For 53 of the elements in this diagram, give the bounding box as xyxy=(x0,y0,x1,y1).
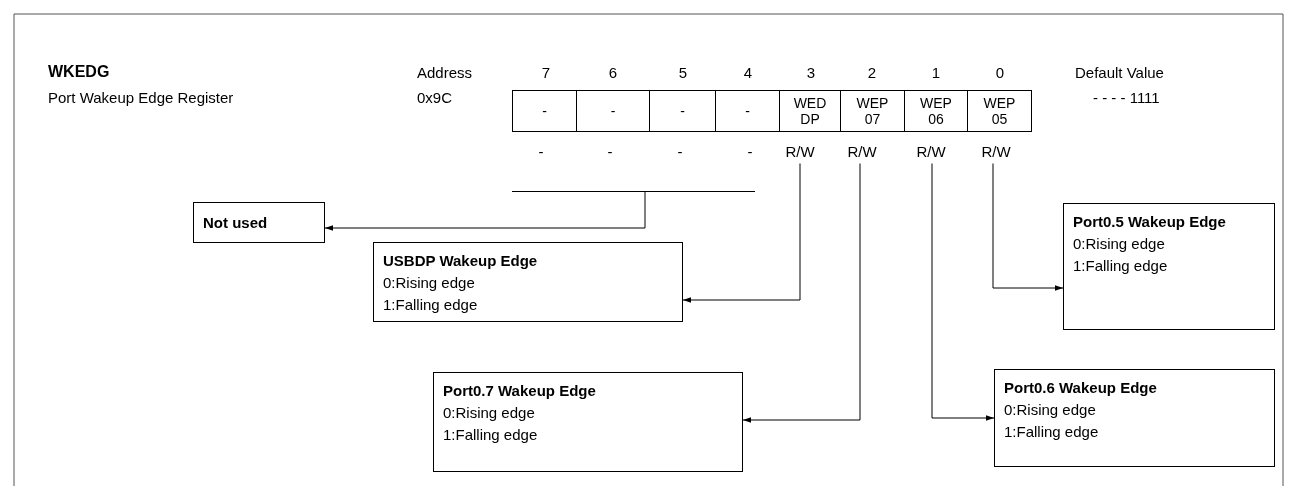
access-type: R/W xyxy=(916,142,946,160)
column-header: Default Value xyxy=(1075,63,1164,81)
bit-field-cell: - xyxy=(512,90,577,132)
field-value-description: 1:Falling edge xyxy=(1004,422,1100,442)
description-box xyxy=(433,372,743,472)
access-type: - xyxy=(677,142,683,160)
register-description: Port Wakeup Edge Register xyxy=(48,88,234,106)
bit-field-cell: WEP 05 xyxy=(967,90,1032,132)
arrow xyxy=(742,163,861,423)
field-value-description: 0:Rising edge xyxy=(383,273,476,293)
bit-field-cell: WEP 07 xyxy=(840,90,905,132)
access-type: - xyxy=(607,142,613,160)
bit-field-cell: WED DP xyxy=(779,90,841,132)
access-type: R/W xyxy=(785,142,815,160)
default-value: - - - - 1111 xyxy=(1093,88,1160,106)
register-name: WKEDG xyxy=(48,63,110,81)
arrow xyxy=(992,163,1064,291)
arrow xyxy=(931,163,995,421)
arrow xyxy=(682,163,801,303)
access-type: R/W xyxy=(847,142,877,160)
bit-number: 6 xyxy=(608,63,618,81)
bit-number: 1 xyxy=(931,63,941,81)
address-value: 0x9C xyxy=(417,88,453,106)
bit-number: 3 xyxy=(806,63,816,81)
bit-number: 5 xyxy=(678,63,688,81)
bracket-line xyxy=(512,191,755,192)
arrow xyxy=(324,191,646,231)
column-header: Address xyxy=(417,63,473,81)
description-box xyxy=(994,369,1275,467)
field-value-description: 0:Rising edge xyxy=(1004,400,1097,420)
field-value-description: 1:Falling edge xyxy=(383,295,479,315)
description-box xyxy=(1063,203,1275,330)
field-title: Port0.7 Wakeup Edge xyxy=(443,381,597,401)
access-type: - xyxy=(747,142,753,160)
description-box xyxy=(373,242,683,322)
bit-number: 7 xyxy=(541,63,551,81)
bit-field-cell: - xyxy=(576,90,650,132)
description-box: Not used xyxy=(193,202,325,243)
field-title: Port0.5 Wakeup Edge xyxy=(1073,212,1227,232)
field-value-description: 1:Falling edge xyxy=(443,425,539,445)
bit-field-cell: WEP 06 xyxy=(904,90,968,132)
access-type: - xyxy=(538,142,544,160)
field-value-description: 0:Rising edge xyxy=(443,403,536,423)
field-title: USBDP Wakeup Edge xyxy=(383,251,539,271)
bit-number: 2 xyxy=(867,63,877,81)
bit-field-cell: - xyxy=(715,90,780,132)
bit-field-cell: - xyxy=(649,90,716,132)
bit-number: 4 xyxy=(743,63,753,81)
bit-number: 0 xyxy=(995,63,1005,81)
field-value-description: 0:Rising edge xyxy=(1073,234,1166,254)
field-value-description: 1:Falling edge xyxy=(1073,256,1169,276)
field-title: Port0.6 Wakeup Edge xyxy=(1004,378,1158,398)
access-type: R/W xyxy=(981,142,1011,160)
